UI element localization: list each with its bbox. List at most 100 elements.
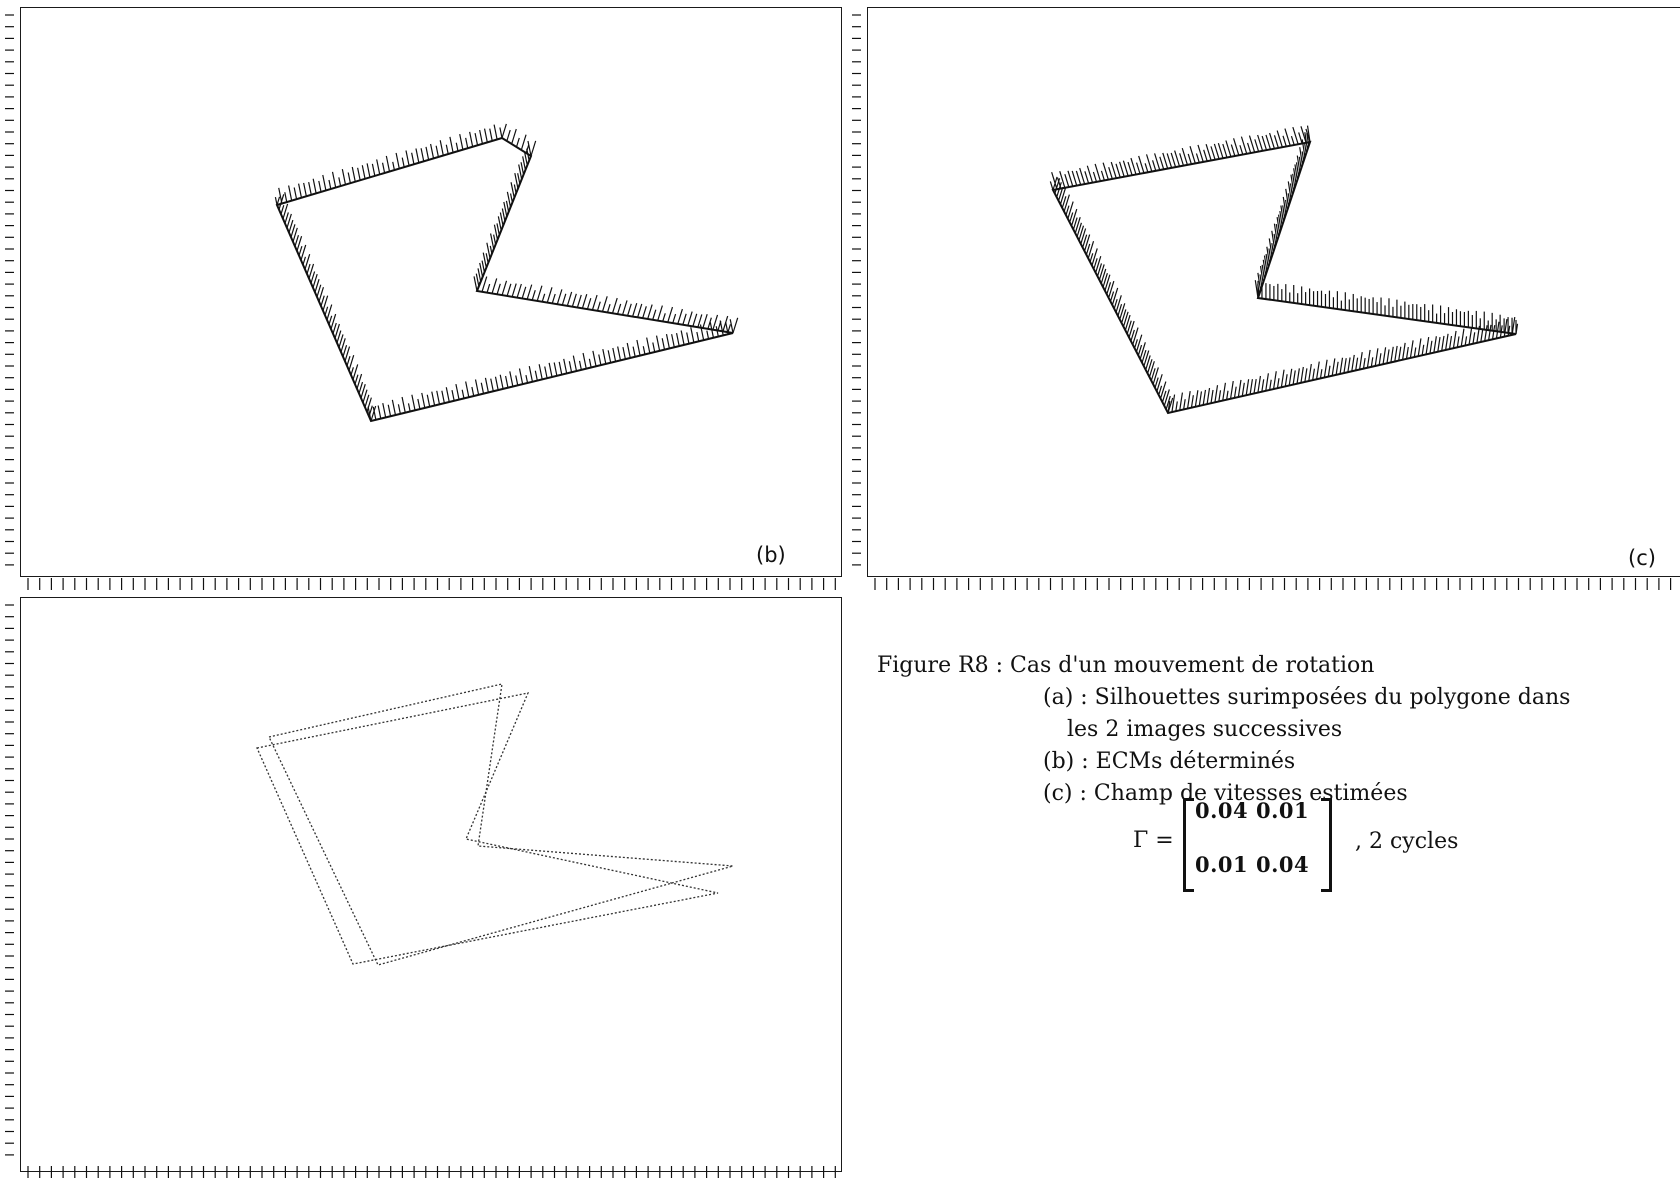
ecm-polygon-hatch xyxy=(715,326,719,337)
ecm-polygon-hatch xyxy=(522,156,527,171)
velocity-polygon-hatch xyxy=(1265,134,1272,150)
velocity-polygon-hatch xyxy=(1241,382,1245,397)
ecm-polygon-hatch xyxy=(506,283,512,297)
velocity-polygon-hatch xyxy=(1409,340,1414,359)
ecm-polygon-hatch xyxy=(511,283,517,297)
ecm-polygon-hatch xyxy=(330,313,337,330)
velocity-polygon-hatch xyxy=(1253,379,1257,394)
ecm-polygon-hatch xyxy=(318,287,325,302)
ecm-polygon-hatch xyxy=(626,342,631,359)
velocity-polygon-hatch xyxy=(1254,139,1260,152)
ecm-polygon-hatch xyxy=(725,321,729,335)
caption-item-b: (b) : ECMs déterminés xyxy=(1043,749,1296,774)
velocity-polygon-hatch xyxy=(1161,390,1167,403)
velocity-polygon-hatch xyxy=(1143,350,1150,367)
ecm-polygon-hatch xyxy=(286,213,292,229)
ecm-polygon-hatch xyxy=(477,268,482,282)
ecm-polygon-hatch xyxy=(722,315,729,332)
ecm-polygon-hatch xyxy=(407,403,411,412)
velocity-polygon-hatch xyxy=(1293,168,1297,184)
velocity-polygon-hatch xyxy=(1113,298,1118,309)
velocity-polygon-hatch xyxy=(1292,173,1296,188)
ecm-polygon-hatch xyxy=(657,305,663,321)
velocity-polygon-hatch xyxy=(1122,311,1129,327)
ecm-polygon-hatch xyxy=(696,331,700,342)
ecm-polygon-hatch xyxy=(465,381,470,398)
velocity-polygon-hatch xyxy=(1421,344,1425,356)
velocity-polygon-hatch xyxy=(1189,146,1196,164)
velocity-polygon-hatch xyxy=(1119,303,1126,320)
velocity-polygon-hatch xyxy=(1070,208,1078,227)
ecm-polygon-hatch xyxy=(377,405,382,419)
ecm-polygon-hatch xyxy=(568,361,573,373)
velocity-polygon-hatch xyxy=(1273,223,1278,242)
velocity-polygon-hatch xyxy=(1109,291,1115,302)
ecm-polygon-hatch xyxy=(525,374,529,384)
ecm-polygon-hatch xyxy=(473,276,478,292)
ecm-polygon-hatch xyxy=(405,150,410,166)
velocity-polygon-hatch xyxy=(1086,165,1094,183)
ecm-polygon-hatch xyxy=(592,350,597,367)
velocity-polygon-hatch xyxy=(1263,255,1268,272)
ecm-polygon-hatch xyxy=(531,290,536,301)
ecm-polygon-hatch xyxy=(340,338,346,353)
ecm-polygon-hatch xyxy=(494,376,499,391)
velocity-polygon-hatch xyxy=(1300,126,1307,143)
velocity-polygon-hatch xyxy=(1232,138,1240,156)
velocity-polygon-hatch xyxy=(1484,325,1488,342)
ecm-polygon-hatch xyxy=(505,375,509,388)
ecm-polygon-hatch xyxy=(481,260,486,273)
ecm-polygon-hatch xyxy=(324,306,329,316)
silhouette-1 xyxy=(268,683,734,966)
velocity-polygon-hatch xyxy=(1117,304,1123,317)
ecm-polygon-hatch xyxy=(397,404,401,414)
velocity-polygon-hatch xyxy=(1413,347,1417,358)
velocity-polygon-hatch xyxy=(1179,153,1185,166)
velocity-polygon-hatch xyxy=(1233,386,1237,398)
velocity-polygon-hatch xyxy=(1132,327,1139,345)
velocity-polygon-hatch xyxy=(1343,358,1347,374)
panel-c-label: (c) xyxy=(1628,546,1656,570)
ecm-polygon-hatch xyxy=(338,334,344,348)
velocity-polygon-hatch xyxy=(1115,163,1121,178)
ecm-polygon-hatch xyxy=(665,334,670,349)
ecm-polygon-hatch xyxy=(527,140,532,157)
velocity-polygon-hatch xyxy=(1063,194,1070,212)
velocity-polygon-hatch xyxy=(1111,287,1119,306)
velocity-polygon-hatch xyxy=(1126,320,1132,335)
velocity-polygon-hatch xyxy=(1152,367,1159,385)
ecm-polygon-hatch xyxy=(320,295,325,307)
velocity-polygon-hatch xyxy=(1417,338,1422,357)
ecm-polygon-hatch xyxy=(439,140,444,156)
ecm-polygon-hatch xyxy=(572,355,578,372)
velocity-polygon-hatch xyxy=(1054,178,1061,194)
ecm-polygon-hatch xyxy=(484,377,489,393)
velocity-polygon-outline xyxy=(1051,140,1517,415)
ecm-polygon-hatch xyxy=(521,286,527,299)
ecm-polygon-hatch xyxy=(358,381,364,394)
velocity-polygon-hatch xyxy=(1214,385,1219,403)
ecm-polygon-hatch xyxy=(675,333,680,347)
velocity-polygon-hatch xyxy=(1273,135,1279,149)
velocity-polygon-hatch xyxy=(1266,246,1271,264)
ecm-polygon-hatch xyxy=(496,283,501,295)
velocity-polygon-hatch xyxy=(1095,255,1102,273)
velocity-polygon-hatch xyxy=(1106,282,1112,295)
ecm-polygon-hatch xyxy=(294,234,300,247)
ecm-polygon-hatch xyxy=(483,128,488,143)
velocity-polygon-hatch xyxy=(1268,238,1273,257)
ecm-polygon-hatch xyxy=(441,390,445,404)
velocity-polygon-hatch xyxy=(1296,368,1300,384)
velocity-polygon-hatch xyxy=(1222,143,1228,158)
velocity-polygon-hatch xyxy=(1067,201,1074,219)
velocity-polygon-hatch xyxy=(1205,143,1212,161)
velocity-polygon-hatch xyxy=(1130,329,1135,342)
velocity-polygon-hatch xyxy=(1257,272,1262,291)
ecm-polygon-hatch xyxy=(571,293,577,307)
figure-caption: Figure R8 : Cas d'un mouvement de rotati… xyxy=(877,650,1677,810)
ecm-polygon-hatch xyxy=(336,330,342,344)
ecm-polygon-hatch xyxy=(334,323,340,339)
ecm-polygon-hatch xyxy=(690,327,695,343)
ecm-polygon-hatch xyxy=(449,136,454,153)
